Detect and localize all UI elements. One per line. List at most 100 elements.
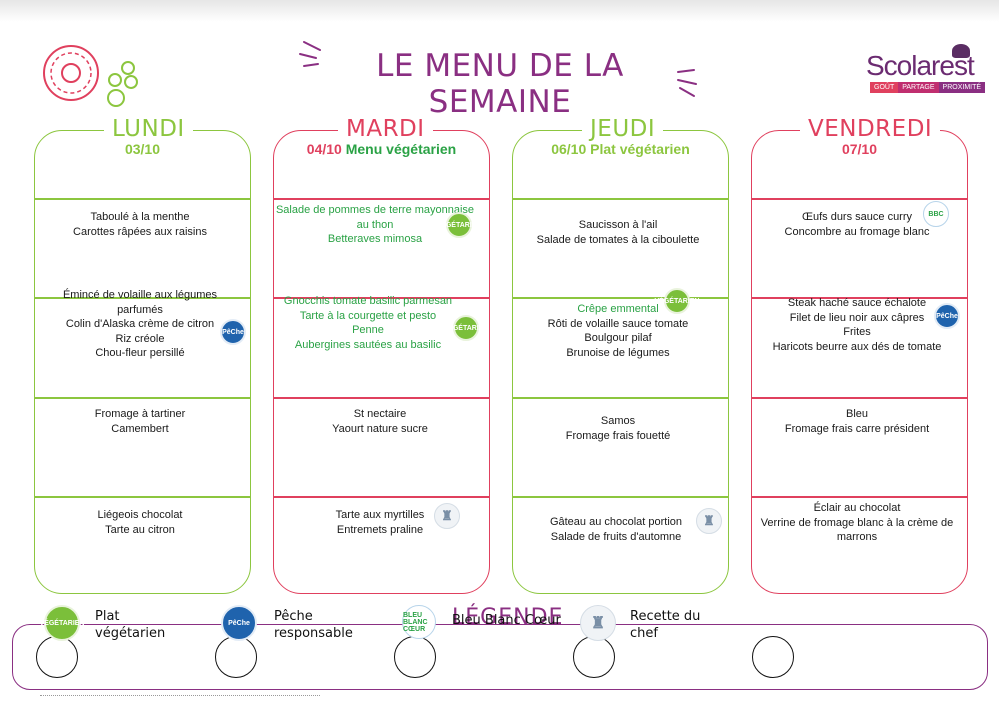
cheese-cell: Samos Fromage frais fouetté	[518, 414, 718, 443]
dessert-cell: Liégeois chocolat Tarte au citron	[40, 508, 240, 537]
menu-item: Gâteau au chocolat portion	[549, 516, 683, 528]
peche-responsable-icon: PêChe	[934, 303, 960, 329]
menu-item: Carottes râpées aux raisins	[73, 225, 207, 238]
menu-item: Boulgour pilaf	[584, 332, 652, 344]
course-divider	[34, 198, 251, 200]
main-cell: Gnocchis tomate basilic parmesan Tarte à…	[268, 294, 468, 352]
menu-item: Haricots beurre aux dés de tomate	[772, 340, 942, 353]
course-divider	[34, 397, 251, 399]
vegetarian-icon: VÉGÉTARIEN	[655, 288, 700, 314]
course-divider	[273, 198, 490, 200]
menu-type: Plat végétarien	[590, 141, 690, 157]
legend-circle	[215, 636, 257, 678]
course-divider	[512, 397, 729, 399]
cheese-cell: Bleu Fromage frais carre président	[757, 407, 957, 436]
course-divider	[273, 496, 490, 498]
date-text: 04/10	[306, 141, 342, 157]
menu-item: Samos	[600, 415, 636, 427]
course-divider	[751, 496, 968, 498]
menu-item: Saucisson à l'ail	[578, 219, 658, 231]
course-divider	[273, 297, 490, 299]
menu-item: Filet de lieu noir aux câpres	[789, 311, 925, 324]
starter-cell: Salade de pommes de terre mayonnaise au …	[275, 203, 475, 247]
menu-item: Penne	[352, 324, 384, 336]
logo-tagline-2: PARTAGE	[898, 82, 939, 93]
bleu-blanc-coeur-icon: BBC	[923, 201, 949, 227]
day-date: 03/10	[34, 141, 251, 157]
course-divider	[34, 297, 251, 299]
menu-item: Riz créole	[115, 332, 165, 345]
menu-item: Taboulé à la menthe	[90, 211, 190, 223]
title-dash-left-icon	[299, 41, 321, 67]
main-cell: Émincé de volaille aux légumes parfumés …	[40, 288, 240, 361]
day-title: MARDI	[338, 116, 433, 142]
menu-item: Tarte à la courgette et pesto	[299, 309, 437, 322]
menu-item: Entremets praline	[336, 523, 424, 536]
starter-cell: Œufs durs sauce curry Concombre au froma…	[757, 210, 957, 239]
logo-tagline-1: GOÛT	[870, 82, 899, 93]
menu-item: Crêpe emmental	[577, 303, 659, 315]
course-divider	[751, 297, 968, 299]
menu-item: Betteraves mimosa	[327, 233, 423, 245]
dessert-cell: Gâteau au chocolat portion Salade de fru…	[516, 515, 716, 544]
logo-tagline: GOÛT PARTAGE PROXIMITÉ	[870, 82, 986, 93]
course-divider	[273, 397, 490, 399]
legend-circle	[394, 636, 436, 678]
menu-item: Chou-fleur persillé	[95, 347, 185, 359]
date-text: 06/10	[551, 141, 587, 157]
chef-icon: ♜	[696, 508, 722, 534]
menu-item: Gnocchis tomate basilic parmesan	[283, 295, 453, 307]
course-divider	[34, 496, 251, 498]
legend-circle	[36, 636, 78, 678]
legend-label: Bleu Blanc Cœur	[452, 613, 561, 628]
menu-item: Rôti de volaille sauce tomate	[547, 317, 689, 330]
menu-item: Fromage à tartiner	[94, 408, 186, 420]
menu-item: Steak haché sauce échalote	[787, 297, 927, 309]
menu-item: Fromage frais carre président	[784, 422, 930, 435]
bleu-blanc-coeur-icon: BLEU BLANC CŒUR	[402, 605, 436, 639]
menu-item: Tarte aux myrtilles	[335, 509, 425, 521]
day-title: JEUDI	[582, 116, 664, 142]
footer-dotted-line	[40, 695, 320, 696]
day-title: LUNDI	[104, 116, 193, 142]
menu-item: Salade de fruits d'automne	[550, 530, 682, 543]
bubbles-doodle-icon	[107, 61, 138, 107]
scolarest-logo: Scolarest GOÛT PARTAGE PROXIMITÉ	[866, 44, 986, 96]
logo-tagline-3: PROXIMITÉ	[938, 82, 986, 93]
menu-item: Œufs durs sauce curry	[801, 211, 913, 223]
main-cell: Steak haché sauce échalote Filet de lieu…	[757, 296, 957, 354]
menu-item: Concombre au fromage blanc	[784, 225, 930, 238]
title-dash-right-icon	[677, 69, 697, 97]
chef-hat-logo-icon	[952, 44, 970, 58]
cheese-cell: Fromage à tartiner Camembert	[40, 407, 240, 436]
menu-item: Verrine de fromage blanc à la crème de m…	[760, 516, 954, 544]
menu-item: Liégeois chocolat	[97, 509, 183, 521]
menu-item: Salade de tomates à la ciboulette	[536, 233, 700, 246]
menu-item: Frites	[843, 326, 871, 338]
cheese-cell: St nectaire Yaourt nature sucre	[280, 407, 480, 436]
menu-item: Aubergines sautées au basilic	[294, 338, 442, 351]
course-divider	[751, 198, 968, 200]
menu-item: St nectaire	[353, 408, 407, 420]
legend-label: Plat végétarien	[95, 609, 166, 641]
course-divider	[512, 198, 729, 200]
logo-brand: Scolarest	[866, 50, 975, 81]
legend-circle	[573, 636, 615, 678]
legend-label: Pêche responsable	[274, 609, 353, 641]
vegetarian-icon: VÉGÉTARIEN	[444, 315, 489, 341]
legend-title: LÉGENDE	[452, 605, 564, 630]
menu-item: Éclair au chocolat	[813, 502, 901, 514]
course-divider	[512, 496, 729, 498]
menu-item: Fromage frais fouetté	[565, 429, 671, 442]
chef-icon: ♜	[580, 605, 616, 641]
date-text: 07/10	[841, 141, 878, 157]
menu-item: Yaourt nature sucre	[332, 422, 428, 435]
legend-box	[12, 624, 988, 690]
legend-circle	[752, 636, 794, 678]
menu-item: Salade de pommes de terre mayonnaise au …	[275, 204, 475, 231]
top-shadow	[0, 0, 999, 22]
menu-item: Émincé de volaille aux légumes parfumés	[62, 289, 218, 316]
menu-item: Bleu	[845, 408, 869, 420]
peche-responsable-icon: PêChe	[220, 319, 246, 345]
course-divider	[751, 397, 968, 399]
